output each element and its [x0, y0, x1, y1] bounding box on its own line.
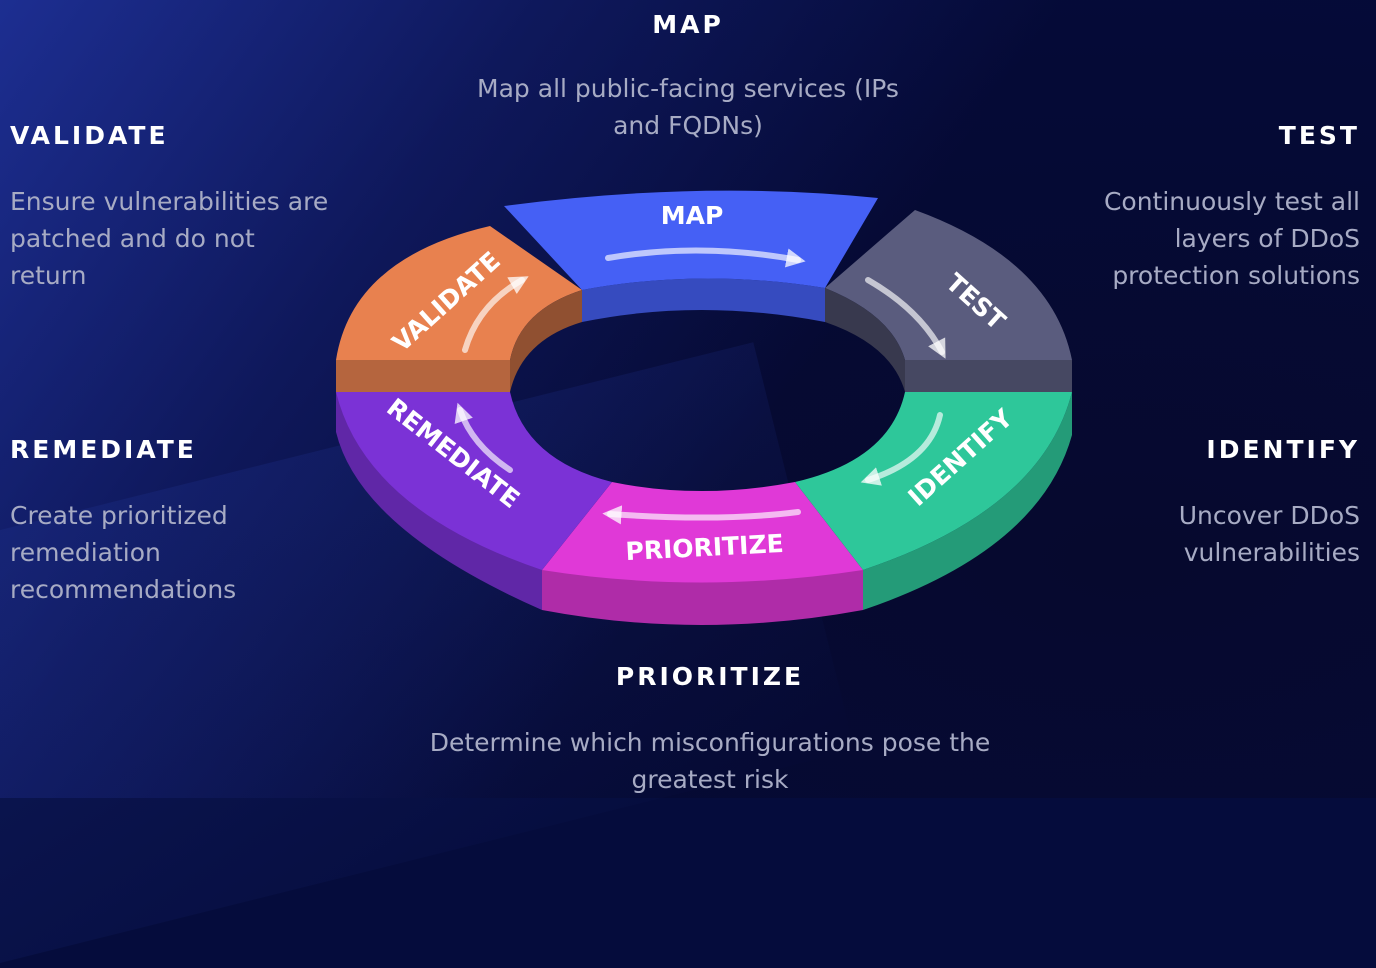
- prioritize-description: Determine which misconfigurations pose t…: [429, 728, 991, 794]
- segment-test: TEST: [825, 210, 1072, 392]
- segment-label-map: MAP: [661, 201, 724, 230]
- cycle-diagram: PRIORITIZE REMEDIATE IDENTIFY VALIDATE T…: [336, 190, 1072, 625]
- segment-remediate: REMEDIATE: [336, 392, 612, 610]
- remediate-heading: REMEDIATE: [10, 435, 197, 464]
- prioritize-heading: PRIORITIZE: [615, 662, 805, 691]
- identify-heading: IDENTIFY: [1206, 435, 1360, 464]
- validate-description: Ensure vulnerabilities are patched and d…: [10, 187, 329, 290]
- test-description: Continuously test all layers of DDoS pro…: [1103, 187, 1360, 290]
- validate-heading: VALIDATE: [10, 121, 169, 150]
- segment-identify: IDENTIFY: [795, 392, 1072, 610]
- identify-description: Uncover DDoS vulnerabilities: [1178, 501, 1360, 567]
- test-heading: TEST: [1278, 121, 1360, 150]
- segment-map: MAP: [504, 190, 878, 322]
- segment-prioritize: PRIORITIZE: [542, 482, 863, 625]
- background: [0, 0, 1376, 798]
- map-description: Map all public-facing services (IPs and …: [477, 74, 899, 140]
- map-heading: MAP: [652, 10, 724, 39]
- segment-validate: VALIDATE: [336, 226, 582, 392]
- remediate-description: Create prioritized remediation recommend…: [10, 501, 237, 604]
